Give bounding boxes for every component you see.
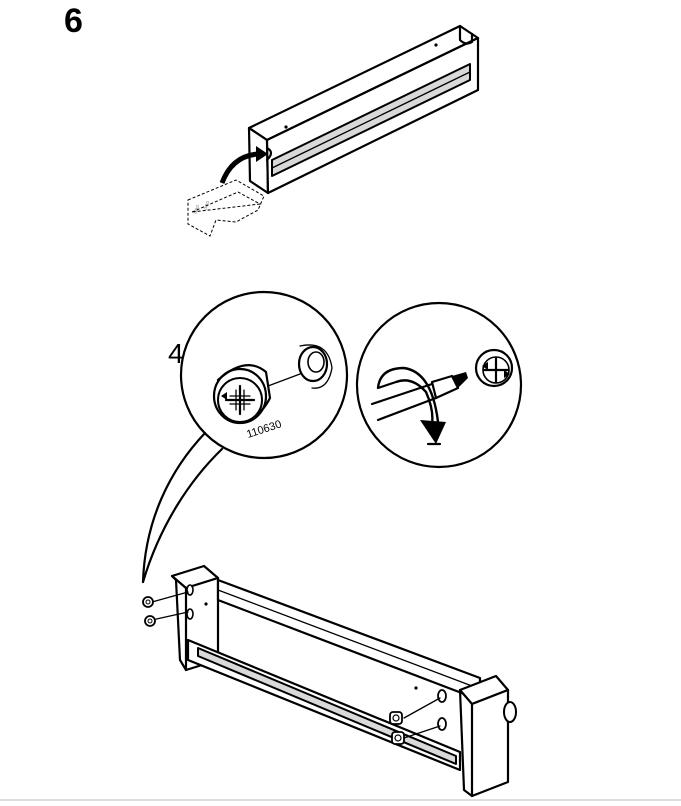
cam-lock-fitting-icon: 110630 [212,344,333,441]
drawer-frame-icon [170,564,517,798]
svg-text:⌂⌂⌂: ⌂⌂⌂ [192,204,201,215]
flat-screwdriver-icon [370,372,468,422]
drawer-rail-panel-icon [247,24,480,195]
svg-text:⌂⌂⌂: ⌂⌂⌂ [202,200,211,211]
cam-lock-fitting-icon [389,697,441,745]
cam-lock-fitting-icon [142,591,189,627]
callout-circle-cam-lock [141,290,349,584]
curved-arrow-icon [219,146,268,184]
rotate-clockwise-arrow-icon [376,366,446,446]
cam-lock-fitting-icon [474,348,514,388]
step-number: 6 [64,2,83,40]
dashed-label-icon: ⌂⌂⌂ ⌂⌂⌂ [187,179,265,237]
